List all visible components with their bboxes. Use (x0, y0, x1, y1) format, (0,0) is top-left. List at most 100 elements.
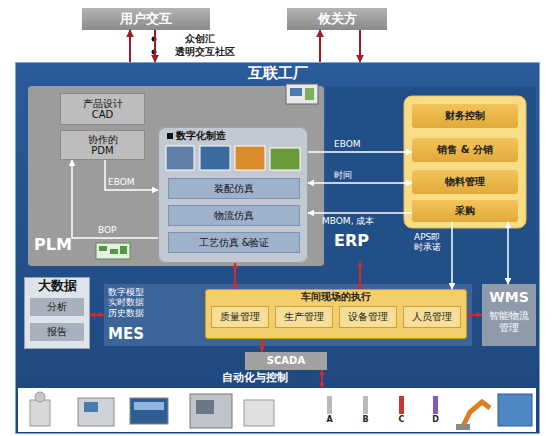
automation-band: 自动化与控制 (18, 388, 536, 432)
process-box: 分析 (30, 298, 84, 316)
robot-head (35, 392, 45, 402)
edge-label: 时间 (334, 170, 352, 180)
erp-module: 销售 & 分销 (412, 138, 518, 162)
mes-module: 生产管理 (275, 306, 333, 328)
node-text: MES (108, 326, 168, 343)
screenshot-detail (305, 88, 314, 100)
node-text: 数字化制造 (176, 130, 296, 142)
node-text: 协作的 PDM (76, 134, 130, 157)
node-text: 互联工厂 (15, 65, 540, 82)
erp-module-panel (404, 96, 526, 228)
flow-arrow (129, 30, 131, 62)
node-text: 生产管理 (284, 311, 324, 323)
node-text: 用户交互 (120, 12, 172, 27)
flow-arrow (507, 222, 509, 284)
flow-arrow (321, 370, 323, 388)
node-text: 大数据 (24, 279, 90, 294)
header-box: 攸关方 (287, 8, 387, 30)
screenshot-thumbnail (200, 146, 230, 170)
flow-arrow (90, 314, 104, 316)
node-text: 车间现场的执行 (205, 291, 467, 303)
edge-label: EBOM (334, 139, 361, 149)
node-text: 设备管理 (348, 311, 388, 323)
robot-arm (462, 402, 490, 428)
node-text: 自动化与控制 (210, 372, 300, 385)
flow-arrow (308, 182, 412, 184)
node-text: 数字模型 实时数据 历史数据 (108, 287, 154, 318)
flow-arrow (308, 151, 412, 153)
plm-region: PLM 产品设计 CAD 协作的 PDM 数字化制造装配仿真物流仿真工艺仿真 &验证 (28, 86, 324, 266)
process-box: 报告 (30, 323, 84, 341)
node-text: 装配仿真 (214, 183, 254, 195)
mes-module: 设备管理 (339, 306, 397, 328)
node-text: WMS (482, 289, 536, 305)
flow-arrow (451, 222, 453, 289)
edge-label: EBOM (108, 177, 135, 187)
flow-arrow (72, 160, 158, 238)
flow-arrow (105, 160, 158, 190)
screenshot-thumbnail (270, 148, 300, 170)
simulation-box: 工艺仿真 &验证 (168, 232, 300, 253)
screenshot-thumbnail (286, 84, 318, 104)
digital-manufacturing-box: 数字化制造装配仿真物流仿真工艺仿真 &验证 (158, 127, 308, 263)
device-letter: A (324, 415, 335, 424)
big-data-box: 大数据分析报告 (24, 277, 90, 349)
node-text: 攸关方 (318, 12, 357, 27)
flow-arrow (308, 212, 412, 214)
monitor-detail (134, 402, 164, 410)
mes-region: MES 数字模型 实时数据 历史数据 车间现场的执行质量管理 生产管理 设备管理 人员管理 (104, 284, 472, 346)
bullet-item: 透明交互社区 (160, 46, 250, 58)
display-screen (498, 394, 532, 426)
device-letter: D (430, 415, 441, 424)
cnc-machine (190, 394, 232, 428)
equipment-box (244, 400, 274, 426)
mes-module: 质量管理 (211, 306, 269, 328)
robot-arm-base (456, 424, 470, 430)
bop-detail (110, 249, 118, 254)
bullet-dot (152, 50, 157, 55)
node-text: PLM (34, 236, 94, 254)
node-text: 分析 (47, 301, 67, 313)
node-text: 财务控制 (445, 110, 485, 122)
bullet-dot (152, 37, 157, 42)
shopfloor-box: 车间现场的执行质量管理 生产管理 设备管理 人员管理 (205, 289, 467, 339)
device-bar (363, 396, 368, 414)
bop-detail (99, 246, 107, 251)
screenshot-thumbnail (166, 146, 194, 170)
flow-arrow (154, 30, 156, 62)
device-bar (327, 396, 332, 414)
node-text: 工艺仿真 &验证 (199, 237, 270, 249)
bop-thumbnail (96, 243, 130, 259)
erp-module: 采购 (412, 200, 518, 222)
flow-arrow (359, 262, 361, 289)
flow-arrow (467, 314, 482, 316)
node-text: 产品设计 CAD (76, 98, 130, 121)
node-text: 采购 (455, 205, 475, 217)
mes-module: 人员管理 (403, 306, 461, 328)
node-text: ERP (334, 232, 394, 250)
factory-frame: 互联工厂 PLM 产品设计 CAD 协作的 PDM 数字化制造装配仿真物流仿真工艺仿真 … (15, 62, 540, 434)
simulation-box: 装配仿真 (168, 178, 300, 199)
screenshot-thumbnail (235, 146, 265, 170)
device-bar (399, 396, 404, 414)
node-text: 智能物流管理 (485, 310, 533, 333)
process-box: 产品设计 CAD (60, 93, 145, 125)
simulation-box: 物流仿真 (168, 205, 300, 226)
flow-arrow (234, 263, 236, 289)
edge-label: APS即时承诺 (414, 232, 448, 253)
machine-tool (78, 398, 114, 426)
bullet-item: 众创汇 (160, 33, 240, 45)
edge-label: MBOM, 成本 (322, 216, 374, 226)
wms-box: WMS 智能物流管理 (482, 284, 536, 346)
bullet-square (167, 133, 173, 139)
flow-arrow (359, 30, 361, 62)
screenshot-detail (290, 88, 302, 96)
node-text: 质量管理 (220, 311, 260, 323)
node-text: SCADA (267, 355, 305, 367)
device-letter: B (360, 415, 371, 424)
node-text: 人员管理 (412, 311, 452, 323)
flow-arrow (261, 339, 263, 352)
device-letter: C (396, 415, 407, 424)
device-bar (433, 396, 438, 414)
